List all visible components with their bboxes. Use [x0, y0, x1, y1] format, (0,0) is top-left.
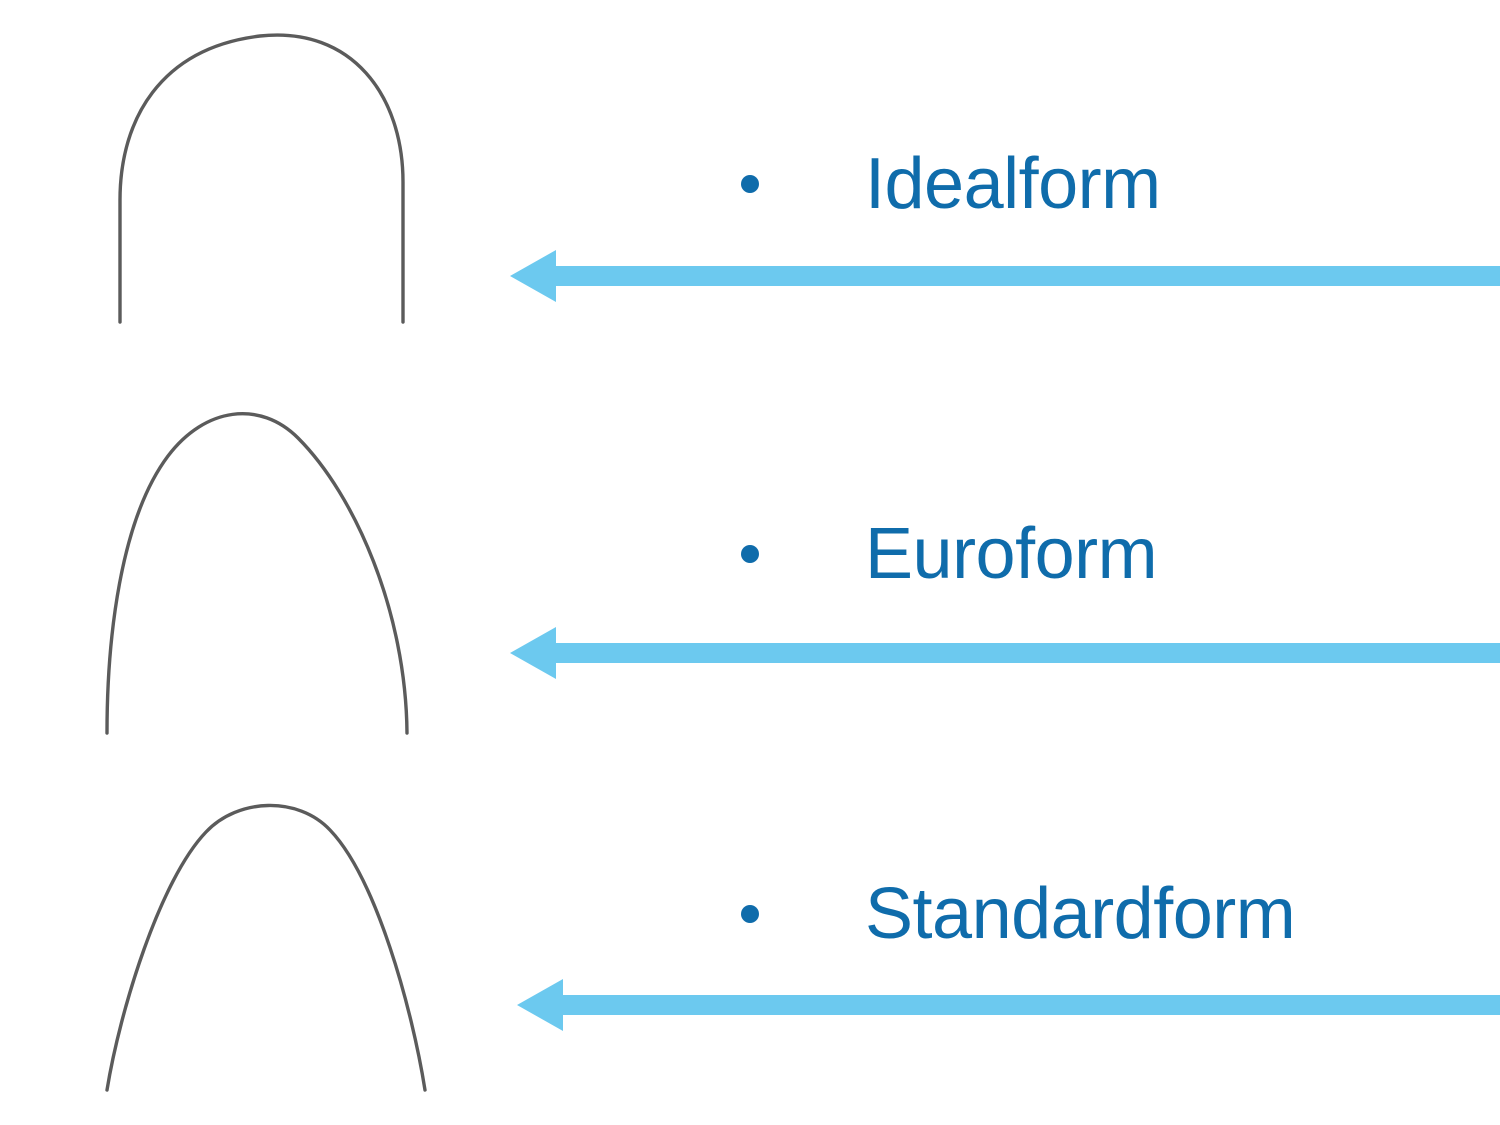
arrow-left-euroform	[510, 627, 1500, 679]
bullet-row-standardform: Standardform	[741, 874, 1296, 954]
bullet-point-icon	[741, 175, 759, 193]
bullet-label-standardform: Standardform	[865, 874, 1296, 954]
bullet-label-idealform: Idealform	[865, 144, 1161, 224]
bullet-row-euroform: Euroform	[741, 514, 1158, 594]
bullet-point-icon	[741, 905, 759, 923]
bullet-point-icon	[741, 545, 759, 563]
arrow-left-standardform	[517, 979, 1500, 1031]
bullet-row-idealform: Idealform	[741, 148, 1161, 220]
arrow-left-idealform	[510, 250, 1500, 302]
bullet-label-euroform: Euroform	[865, 514, 1158, 594]
